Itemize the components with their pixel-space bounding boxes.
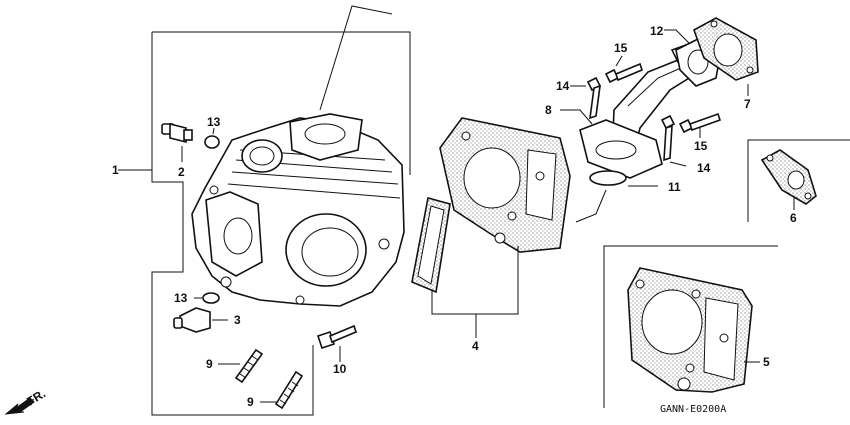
callout-8: 8 (545, 103, 552, 117)
callout-4: 4 (472, 339, 479, 353)
leader-13a (212, 127, 215, 135)
leader-14b (669, 161, 687, 167)
callout-13a: 13 (207, 115, 221, 129)
callout-13b: 13 (174, 291, 188, 305)
callout-9a: 9 (206, 357, 213, 371)
leader-top (319, 5, 393, 111)
pipe-bracket (575, 189, 607, 223)
intake-bolt-15-left (604, 62, 643, 84)
tappet-cap-lower (173, 307, 211, 333)
inset-6-frame (747, 139, 850, 222)
callout-12: 12 (650, 24, 664, 38)
gasket-7 (693, 17, 759, 81)
callout-2: 2 (178, 165, 185, 179)
head-gasket-5 (627, 267, 753, 393)
gasket-bracket (431, 246, 519, 315)
callout-6: 6 (790, 211, 797, 225)
intake-o-ring (589, 170, 627, 186)
callout-3: 3 (234, 313, 241, 327)
callout-7: 7 (744, 97, 751, 111)
leader-8 (560, 109, 593, 125)
tappet-cap-upper (161, 122, 193, 144)
callout-15a: 15 (614, 41, 628, 55)
leader-12 (664, 29, 691, 45)
inset-5-frame (603, 245, 778, 408)
leader-15a (615, 55, 623, 67)
callout-14a: 14 (556, 79, 570, 93)
cylinder-head (191, 113, 405, 307)
callout-11: 11 (668, 180, 681, 194)
intake-bolt-14-right (660, 114, 676, 162)
front-arrow-icon (4, 397, 35, 415)
o-ring-lower (202, 292, 220, 304)
intake-bolt-14-left (586, 76, 602, 120)
callout-9b: 9 (247, 395, 254, 409)
gasket-6 (760, 149, 817, 205)
o-ring-upper (204, 135, 220, 149)
rocker-gasket (411, 197, 451, 294)
diagram-code: GANN-E0200A (660, 404, 726, 415)
callout-15b: 15 (694, 139, 708, 153)
callout-10: 10 (333, 362, 347, 376)
intake-bolt-15-right (678, 112, 722, 134)
callout-14b: 14 (697, 161, 711, 175)
stud-upper (234, 348, 264, 384)
stud-lower (274, 370, 304, 410)
head-gasket (439, 117, 571, 253)
callout-1: 1 (112, 163, 119, 177)
head-group-bracket (151, 31, 411, 416)
callout-5: 5 (763, 355, 770, 369)
head-bolt (316, 324, 357, 350)
